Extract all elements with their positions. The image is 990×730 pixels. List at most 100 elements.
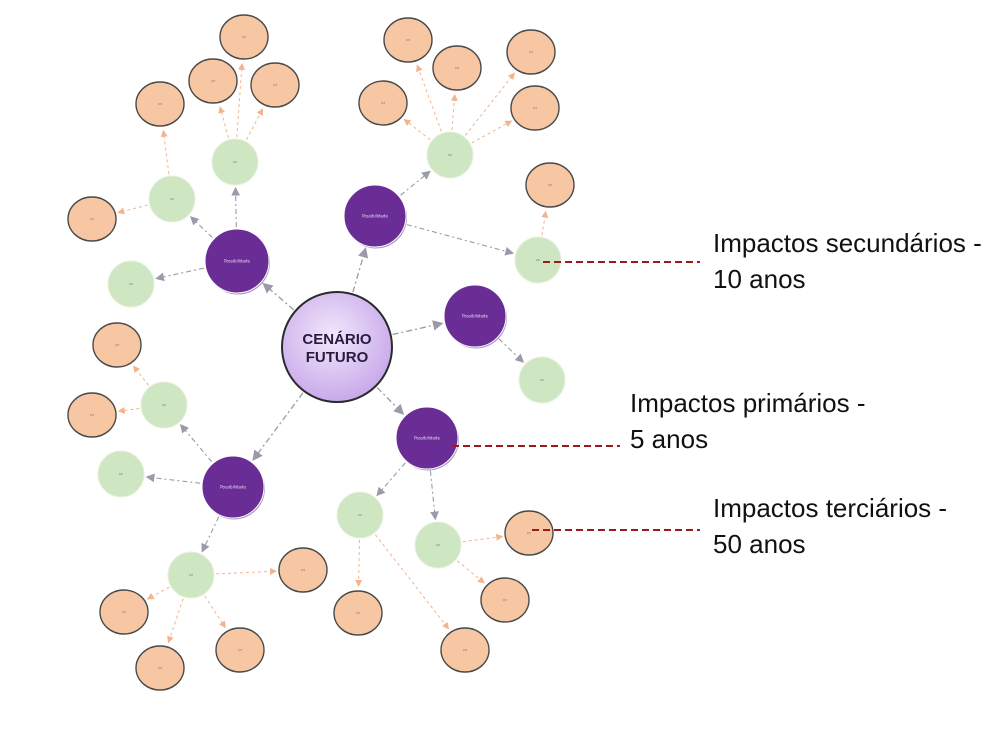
primary-node-label: Possibilidade	[414, 436, 440, 441]
primary-connector-1	[352, 247, 369, 293]
secondary-node-5: I/2	[514, 236, 562, 284]
annotation-tertiary-line2: 50 anos	[713, 529, 806, 559]
primary-connector-3	[376, 387, 405, 415]
secondary-node-circle	[336, 491, 384, 539]
tertiary-node-circle	[440, 627, 490, 673]
tertiary-node-circle	[135, 645, 185, 691]
tertiary-node-circle	[67, 196, 117, 242]
tertiary-node-label: I/3	[406, 38, 410, 42]
tertiary-node-17: I/3	[333, 590, 383, 636]
tertiary-node-label: I/3	[381, 101, 385, 105]
secondary-node-label: I/2	[448, 153, 452, 157]
tertiary-node-15: I/3	[480, 577, 530, 623]
tertiary-connector-0	[236, 62, 246, 138]
primary-node-label: Possibilidade	[362, 214, 388, 219]
center-label-line1: CENÁRIO	[302, 331, 372, 348]
tertiary-connector-18	[204, 595, 226, 629]
secondary-connector-8	[179, 423, 213, 463]
tertiary-node-label: I/3	[158, 102, 162, 106]
tertiary-node-20: I/3	[99, 589, 149, 635]
secondary-node-9: I/2	[140, 381, 188, 429]
primary-connector-0	[262, 282, 295, 311]
tertiary-node-circle	[506, 29, 556, 75]
tertiary-node-label: I/3	[273, 83, 277, 87]
tertiary-node-circle	[333, 590, 383, 636]
secondary-node-circle	[211, 138, 259, 186]
secondary-node-6: I/2	[518, 356, 566, 404]
connectors	[117, 62, 549, 644]
secondary-node-circle	[148, 175, 196, 223]
primary-node-circle	[201, 455, 265, 519]
tertiary-node-label: I/3	[122, 610, 126, 614]
primary-connector-4	[252, 392, 304, 461]
secondary-node-label: I/2	[189, 573, 193, 577]
annotation-secondary: Impactos secundários -10 anos	[543, 228, 982, 294]
primary-node-3: Possibilidade	[443, 284, 507, 349]
annotation-primary: Impactos primários - 5 anos	[452, 388, 866, 454]
secondary-node-8: I/2	[414, 521, 462, 569]
tertiary-node-3: I/3	[250, 62, 300, 108]
tertiary-node-16: I/3	[440, 627, 490, 673]
tertiary-connector-2	[246, 108, 264, 141]
secondary-connector-4	[406, 224, 515, 256]
primary-node-circle	[395, 406, 459, 470]
tertiary-node-9: I/3	[432, 45, 482, 91]
primary-node-circle	[343, 184, 407, 248]
tertiary-node-label: I/3	[527, 531, 531, 535]
center-circle	[281, 291, 393, 403]
tertiary-connector-15	[374, 534, 450, 630]
tertiary-node-label: I/3	[548, 183, 552, 187]
tertiary-node-7: I/3	[67, 392, 117, 438]
tertiary-connector-19	[146, 586, 170, 600]
secondary-node-label: I/2	[233, 160, 237, 164]
tertiary-node-circle	[215, 627, 265, 673]
primary-node-2: Possibilidade	[343, 184, 407, 249]
tertiary-connector-12	[541, 210, 549, 236]
tertiary-node-circle	[525, 162, 575, 208]
annotation-primary-line1: Impactos primários -	[630, 388, 866, 418]
primary-connector-2	[392, 320, 444, 336]
tertiary-node-label: I/3	[455, 66, 459, 70]
tertiary-node-label: I/3	[463, 648, 467, 652]
secondary-node-circle	[107, 260, 155, 308]
tertiary-node-2: I/3	[188, 58, 238, 104]
tertiary-connector-4	[117, 204, 148, 215]
tertiary-node-label: I/3	[356, 611, 360, 615]
tertiary-node-label: I/3	[211, 79, 215, 83]
tertiary-connector-8	[450, 93, 458, 131]
secondary-connector-1	[189, 216, 213, 238]
secondary-node-3: I/2	[107, 260, 155, 308]
tertiary-node-1: I/3	[219, 14, 269, 60]
primary-node-label: Possibilidade	[462, 314, 488, 319]
tertiary-node-circle	[219, 14, 269, 60]
tertiary-node-12: I/3	[510, 85, 560, 131]
primary-node-5: Possibilidade	[201, 455, 265, 520]
tertiary-node-10: I/3	[506, 29, 556, 75]
secondary-node-circle	[426, 131, 474, 179]
annotation-primary-line2: 5 anos	[630, 424, 708, 454]
tertiary-node-label: I/3	[90, 413, 94, 417]
tertiary-node-label: I/3	[503, 598, 507, 602]
secondary-connector-0	[231, 186, 241, 228]
annotation-tertiary: Impactos terciários - 50 anos	[532, 493, 947, 559]
tertiary-node-19: I/3	[215, 627, 265, 673]
secondary-node-label: I/2	[536, 258, 540, 262]
tertiary-node-label: I/3	[529, 50, 533, 54]
tertiary-connector-13	[462, 533, 504, 543]
tertiary-connector-20	[167, 598, 184, 644]
tertiary-node-circle	[135, 81, 185, 127]
tertiary-node-label: I/3	[115, 343, 119, 347]
secondary-connector-9	[145, 473, 201, 484]
primary-node-circle	[443, 284, 507, 348]
tertiary-node-21: I/3	[135, 645, 185, 691]
secondary-node-circle	[97, 450, 145, 498]
tertiary-node-18: I/3	[278, 547, 328, 593]
tertiary-connector-10	[403, 118, 431, 141]
secondary-node-label: I/2	[358, 513, 362, 517]
annotation-tertiary-line1: Impactos terciários -	[713, 493, 947, 523]
tertiary-node-14: I/3	[504, 510, 554, 556]
annotation-secondary-line1: Impactos secundários -	[713, 228, 982, 258]
